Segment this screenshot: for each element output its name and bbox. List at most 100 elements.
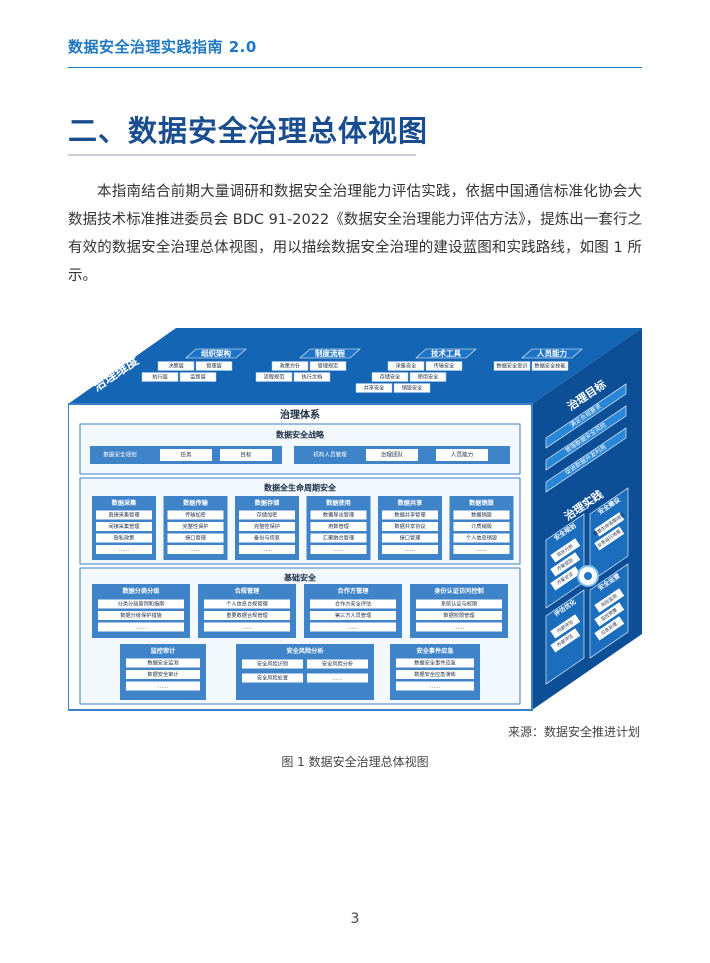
top-group-title: 制度流程	[315, 348, 345, 358]
top-item-box	[409, 372, 447, 382]
practice-item-box	[550, 566, 581, 591]
foundation-item-label: ……	[332, 676, 342, 682]
lifecycle-item-label: 介质销毁	[471, 522, 492, 530]
top-item-box	[531, 361, 569, 371]
cube-side-face: 治理目标满足合规要求管理数据安全风险促进数据开发利用治理实践安全规划现状分析方案…	[532, 328, 642, 710]
foundation-item-label: 安全风险处置	[257, 674, 288, 682]
lifecycle-column-title: 数据销毁	[469, 499, 495, 507]
foundation-item-box	[396, 681, 474, 691]
practice-item-box	[594, 588, 625, 613]
top-item-box	[309, 361, 347, 371]
top-item-label: 决策层	[168, 362, 184, 370]
strategy-item-box	[366, 449, 418, 461]
top-item-box	[393, 383, 431, 393]
top-item-label: 执行层	[152, 373, 168, 381]
strategy-title: 数据安全战略	[276, 430, 325, 440]
foundation-item-box	[98, 611, 184, 620]
lifecycle-item-box	[167, 522, 224, 531]
foundation-block-title: 合作方管理	[338, 587, 370, 595]
strategy-item-box	[436, 449, 488, 461]
lifecycle-item-box	[382, 522, 438, 531]
lifecycle-item-box	[310, 522, 367, 531]
lifecycle-item-label: 汇聚融合管理	[323, 534, 355, 542]
top-item-box	[141, 372, 179, 382]
foundation-item-box	[98, 622, 184, 632]
strategy-item-label: 目标	[240, 451, 252, 459]
foundation-item-box	[416, 622, 502, 632]
top-item-label: 共享安全	[364, 384, 386, 392]
lifecycle-item-box	[453, 510, 510, 520]
foundation-title: 基础安全	[283, 573, 317, 583]
lifecycle-item-box	[239, 545, 295, 554]
lifecycle-column-title: 数据共享	[398, 499, 423, 507]
lifecycle-item-box	[239, 510, 295, 520]
top-item-label: 流程规范	[264, 373, 285, 381]
lifecycle-item-label: ……	[405, 547, 415, 553]
page-number: 3	[350, 911, 360, 927]
lifecycle-item-box	[96, 522, 152, 531]
top-item-label: 政策方针	[280, 362, 301, 370]
lifecycle-item-label: 备份与恢复	[254, 534, 280, 542]
lifecycle-column-title: 数据使用	[326, 499, 351, 507]
running-header-title: 数据安全治理实践指南 2.0	[68, 38, 257, 56]
framework-title: 治理体系	[280, 408, 320, 421]
foundation-item-label: ……	[430, 684, 440, 690]
top-group-title-bar	[521, 348, 583, 359]
lifecycle-item-box	[239, 522, 295, 531]
lifecycle-item-label: ……	[476, 547, 486, 553]
cube-front-face: 治理体系数据安全战略数据安全规划任务目标机构人员管理治理团队人员能力数据全生命周…	[68, 403, 533, 711]
lifecycle-item-label: 直接采集管理	[108, 511, 140, 519]
lifecycle-item-box	[96, 545, 152, 554]
lifecycle-item-box	[310, 533, 367, 543]
foundation-item-box	[98, 599, 184, 609]
top-item-label: 使用安全	[418, 373, 440, 381]
cube-top-face: 治理维度组织架构决策层管理层执行层监督层制度流程政策方针管理规定流程规范执行文档…	[68, 328, 642, 404]
foundation-item-label: ……	[136, 625, 146, 631]
top-item-label: 传输安全	[434, 362, 456, 370]
foundation-block-title: 数据分类分级	[122, 587, 160, 595]
foundation-item-box	[396, 670, 474, 679]
figure-caption: 图 1 数据安全治理总体视图	[281, 755, 429, 769]
practice-item-box	[550, 614, 581, 639]
lifecycle-item-box	[96, 510, 152, 520]
lifecycle-item-box	[382, 533, 438, 543]
top-group-title-bar	[415, 348, 477, 359]
practice-item-box	[594, 512, 625, 537]
lifecycle-item-label: ……	[190, 547, 200, 553]
foundation-block-title: 合规管理	[235, 587, 261, 595]
top-item-label: 数据安全意识	[496, 362, 527, 370]
foundation-item-label: 系统认证与权限	[441, 600, 477, 608]
figure-source: 来源：数据安全推进计划	[507, 725, 640, 739]
practice-item-box	[550, 552, 581, 577]
section-title-underline	[68, 154, 416, 156]
foundation-block-title: 身份认证访问控制	[434, 587, 484, 595]
foundation-item-label: 个人信息合规管理	[226, 600, 268, 608]
top-item-box	[271, 361, 309, 371]
top-item-box	[387, 361, 425, 371]
lifecycle-item-label: 数据共享协议	[394, 522, 426, 530]
top-item-label: 销毁安全	[402, 384, 424, 392]
lifecycle-title: 数据全生命周期安全	[264, 483, 337, 493]
goal-bar	[545, 405, 627, 471]
top-item-box	[425, 361, 463, 371]
governance-overview-figure: 治理维度组织架构决策层管理层执行层监督层制度流程政策方针管理规定流程规范执行文档…	[68, 318, 642, 718]
foundation-item-box	[396, 658, 474, 668]
lifecycle-column-title: 数据传输	[183, 499, 209, 507]
lifecycle-item-label: ……	[119, 547, 129, 553]
foundation-item-box	[126, 658, 200, 668]
practice-item-box	[594, 602, 625, 627]
foundation-item-box	[307, 673, 368, 683]
lifecycle-item-label: 个人信息销毁	[466, 534, 497, 542]
top-item-label: 执行文档	[302, 373, 323, 381]
body-paragraph: 本指南结合前期大量调研和数据安全治理能力评估实践，依据中国通信标准化协会大数据技…	[68, 184, 642, 284]
lifecycle-item-label: 完整性保护	[183, 522, 209, 530]
top-item-box	[179, 372, 217, 382]
lifecycle-item-label: 数据销毁	[471, 511, 492, 519]
strategy-item-label: 人员能力	[451, 451, 474, 459]
foundation-item-label: 数据权限管理	[443, 611, 475, 619]
foundation-item-label: ……	[454, 625, 464, 631]
section-title: 二、数据安全治理总体视图	[68, 114, 429, 148]
foundation-item-label: 合作方安全评估	[335, 600, 371, 608]
foundation-item-box	[242, 659, 303, 669]
foundation-item-box	[416, 611, 502, 620]
